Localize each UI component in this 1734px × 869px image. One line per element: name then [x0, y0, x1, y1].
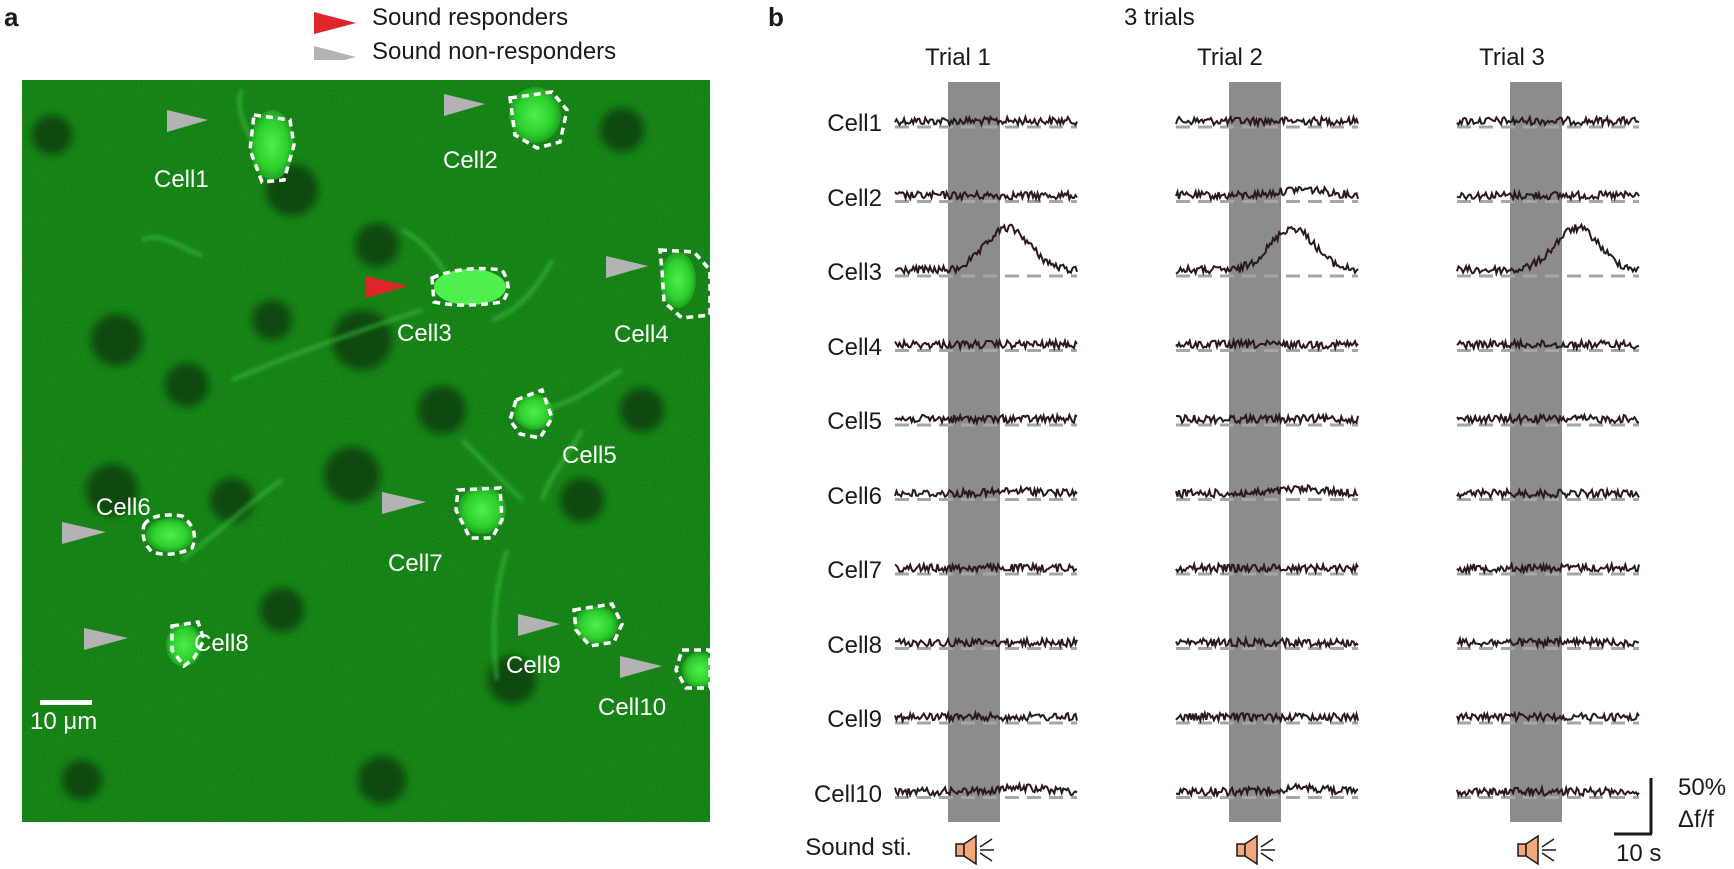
trace-cell10-trial1: [894, 780, 1078, 799]
trace-cell9-trial2: [1175, 709, 1359, 725]
cell5-label: Cell5: [562, 442, 617, 469]
trace-cell8-trial3: [1456, 634, 1640, 651]
trace-cell7-trial2: [1175, 560, 1359, 576]
scale-y-label-dff: Δf/f: [1678, 806, 1715, 833]
trials-heading: 3 trials: [1124, 4, 1195, 31]
trace-cell1-trial3: [1456, 114, 1640, 129]
panel-letter-a: a: [4, 2, 19, 32]
cell5-outline: [508, 387, 554, 440]
row-label-cell6: Cell6: [827, 482, 882, 510]
trace-cell2-trial3: [1456, 187, 1640, 203]
trace-cell5-trial1: [894, 411, 1078, 426]
cell9-label: Cell9: [506, 652, 561, 679]
row-label-cell5: Cell5: [827, 408, 882, 435]
trace-cell2-trial2: [1175, 184, 1359, 203]
trace-cell8-trial2: [1175, 634, 1359, 651]
trace-cell7-trial3: [1456, 560, 1640, 576]
cell7-outline: [454, 486, 504, 540]
trial1-title: Trial 1: [925, 44, 991, 71]
trace-cell8-trial1: [894, 634, 1078, 650]
cell9-outline: [572, 602, 624, 648]
somata: [146, 87, 710, 688]
cell7-arrow-icon: [382, 492, 426, 514]
trace-cell9-trial3: [1456, 710, 1640, 724]
legend-responders-label: Sound responders: [372, 4, 569, 31]
trial2-title: Trial 2: [1197, 44, 1263, 71]
cell10-label: Cell10: [598, 694, 667, 721]
cell8-outline: [170, 620, 206, 669]
trace-cell3-trial3: [1456, 222, 1640, 278]
cell3-label: Cell3: [397, 320, 452, 347]
row-label-cell9: Cell9: [827, 706, 882, 733]
cell2-arrow-icon: [444, 94, 485, 116]
speaker-icon: [1517, 834, 1556, 866]
stimulus-band-trial2: [1229, 82, 1281, 822]
trace-cell2-trial1: [894, 188, 1078, 203]
cell-arrows: [62, 94, 662, 678]
cell8-label: Cell8: [194, 630, 249, 657]
cell10-outline: [674, 648, 710, 690]
row-label-cell3: Cell3: [827, 259, 882, 286]
row-label-cell7: Cell7: [827, 557, 882, 584]
row-label-cell4: Cell4: [827, 333, 882, 361]
cell8-arrow-icon: [84, 628, 128, 650]
cell4-outline: [658, 248, 710, 320]
cell9-arrow-icon: [518, 614, 560, 636]
cell1-outline: [248, 113, 296, 184]
cell10-arrow-icon: [620, 656, 662, 678]
trace-cell6-trial3: [1456, 486, 1640, 501]
legend-nonresponders-label: Sound non-responders: [372, 38, 617, 65]
trace-cell10-trial2: [1175, 781, 1359, 799]
trace-cell4-trial2: [1175, 336, 1359, 353]
trace-cell5-trial2: [1175, 411, 1359, 427]
scale-bar-a-label: 10 μm: [30, 708, 98, 735]
cell-outlines: [141, 90, 710, 690]
trace-cell7-trial1: [894, 560, 1078, 576]
trace-cell4-trial3: [1456, 336, 1640, 352]
scale-bar-a: [40, 700, 92, 705]
scale-y-label-percent: 50%: [1678, 774, 1727, 801]
microscopy-image: Cell1 Cell2 Cell3 Cell4 Cell5 Cell6 Cell…: [22, 80, 710, 822]
legend-nonresponder-arrow-icon: [314, 46, 356, 60]
row-label-cell8: Cell8: [827, 631, 882, 659]
microscopy-svg: [22, 80, 710, 822]
row-label-cell2: Cell2: [827, 184, 882, 212]
trace-cell10-trial3: [1456, 783, 1640, 800]
scale-bar-b: [1614, 778, 1653, 836]
cell6-outline: [141, 513, 197, 556]
cell2-label: Cell2: [443, 147, 498, 174]
cell1-label: Cell1: [154, 166, 209, 193]
trace-cell1-trial1: [894, 113, 1078, 128]
panel-letter-b: b: [768, 2, 784, 32]
legend-responder-arrow-icon: [314, 12, 356, 34]
trace-cell6-trial2: [1175, 483, 1359, 500]
trial3-title: Trial 3: [1479, 44, 1545, 71]
cell3-arrow-icon: [366, 276, 408, 298]
stimulus-band-trial1: [948, 82, 1000, 822]
cell6-arrow-icon: [62, 522, 106, 544]
trace-cell9-trial1: [894, 709, 1078, 725]
cell4-label: Cell4: [614, 321, 669, 348]
trace-cell1-trial2: [1175, 113, 1359, 129]
cell7-label: Cell7: [388, 550, 443, 577]
trace-cell4-trial1: [894, 336, 1078, 353]
stimulus-band-trial3: [1510, 82, 1562, 822]
trace-cell5-trial3: [1456, 411, 1640, 427]
speaker-icon: [1236, 834, 1275, 866]
trace-cell6-trial1: [894, 484, 1078, 500]
trace-cell3-trial2: [1175, 225, 1359, 277]
cell1-arrow-icon: [167, 110, 208, 132]
row-label-cell10: Cell10: [813, 780, 882, 808]
scale-x-label: 10 s: [1616, 840, 1662, 867]
speaker-icon: [955, 834, 994, 866]
cell2-outline: [508, 90, 569, 150]
trace-cell3-trial1: [894, 223, 1078, 276]
legend-markers: [314, 12, 356, 60]
cell4-arrow-icon: [606, 256, 648, 278]
cell3-outline: [430, 266, 510, 307]
stimulus-label: Sound sti.: [805, 834, 912, 861]
cell6-label: Cell6: [96, 494, 151, 521]
row-label-cell1: Cell1: [827, 110, 882, 137]
